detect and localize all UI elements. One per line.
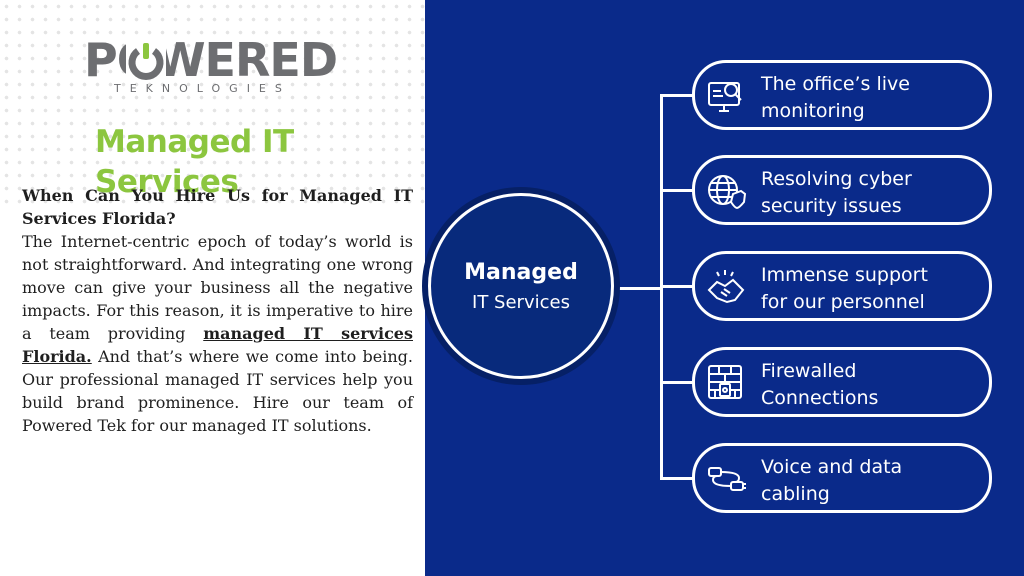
power-icon [126, 41, 166, 81]
cable-icon [708, 467, 746, 491]
branch-connector [660, 285, 694, 288]
service-item-cyber-security: Resolving cyber security issues [692, 155, 992, 225]
hub-connector [608, 287, 662, 290]
globe-shield-icon [708, 175, 747, 210]
hub-circle: Managed IT Services [428, 193, 614, 379]
brand-tagline: TEKNOLOGIES [114, 82, 291, 95]
item-label: Resolving cyber security issues [761, 168, 912, 217]
branch-connector [660, 189, 694, 192]
item-label: Voice and data cabling [761, 456, 903, 505]
handshake-icon [707, 270, 745, 304]
firewall-icon [708, 365, 742, 399]
service-item-monitoring: The office’s live monitoring [692, 60, 992, 130]
paragraph-part-2: And that’s where we come into being. Our… [22, 347, 413, 435]
managed-it-services-link[interactable]: managed IT services Florida. [22, 324, 413, 366]
item-label: The office’s live monitoring [761, 73, 910, 122]
brand-logo[interactable]: POWERED TEKNOLOGIES [84, 34, 338, 104]
left-panel: POWERED TEKNOLOGIES Managed IT Services … [0, 0, 425, 576]
hub-title: Managed [464, 260, 578, 285]
branch-connector [660, 477, 694, 480]
dot-pattern [0, 0, 425, 210]
hub-subtitle: IT Services [472, 292, 570, 313]
question-heading: When Can You Hire Us for Managed IT Serv… [22, 186, 413, 228]
page-heading: Managed IT Services [95, 124, 294, 200]
branch-connector [660, 94, 694, 97]
paragraph-part-1: The Internet-centric epoch of today’s wo… [22, 232, 413, 343]
service-item-firewall: Firewalled Connections [692, 347, 992, 417]
service-item-support: Immense support for our personnel [692, 251, 992, 321]
service-item-cabling: Voice and data cabling [692, 443, 992, 513]
brand-name: POWERED [84, 33, 338, 87]
monitor-search-icon [708, 82, 742, 112]
article-body: When Can You Hire Us for Managed IT Serv… [22, 184, 413, 437]
item-label: Immense support for our personnel [761, 264, 928, 313]
branch-connector [660, 381, 694, 384]
item-label: Firewalled Connections [761, 360, 879, 409]
